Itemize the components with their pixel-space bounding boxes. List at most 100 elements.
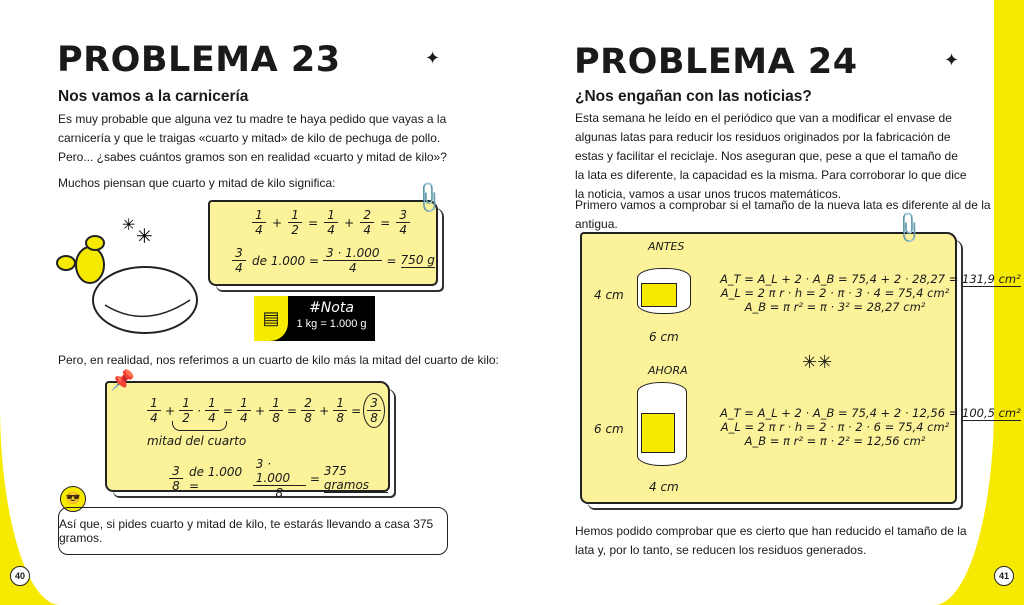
lead-text: Primero vamos a comprobar si el tamaño d…	[575, 198, 991, 231]
lead-text: Muchos piensan que cuarto y mitad de kil…	[58, 176, 336, 190]
numerator: 1	[269, 396, 283, 411]
denominator: 4	[255, 223, 263, 237]
operator: +	[344, 215, 355, 230]
calc-result: 100,5 cm²	[962, 406, 1021, 421]
pushpin-icon: 📌	[110, 370, 135, 392]
numerator: 1	[179, 396, 193, 411]
can-before-icon	[637, 268, 691, 314]
numerator: 1	[252, 208, 266, 223]
denominator: 4	[208, 411, 216, 425]
brace	[172, 421, 227, 431]
text: =	[309, 471, 320, 486]
after-label: AHORA	[648, 364, 688, 377]
sparkle-icon: ✦	[944, 50, 960, 70]
numerator: 1	[324, 208, 338, 223]
denominator: 4	[348, 261, 357, 275]
denominator: 4	[150, 411, 158, 425]
calc-line: A_L = 2 π r · h = 2 · π · 2 · 6 = 75,4 c…	[720, 420, 950, 434]
numerator: 3	[396, 208, 411, 223]
numerator: 1	[237, 396, 251, 411]
numerator: 3 · 1.000	[323, 246, 383, 261]
numerator: 2	[360, 208, 374, 223]
note-box: ▤ #Nota 1 kg = 1.000 g	[254, 296, 375, 341]
svg-text:✳: ✳	[122, 217, 135, 234]
after-height: 6 cm	[594, 422, 624, 436]
problem-title: PROBLEMA 23	[57, 40, 341, 80]
result: 375 gramos	[323, 464, 388, 493]
can-after-icon	[637, 382, 687, 466]
conclusion-text: Así que, si pides cuarto y mitad de kilo…	[59, 517, 434, 545]
numerator: 1	[205, 396, 219, 411]
page-number: 41	[994, 566, 1014, 586]
sparkle-icon: ✳✳	[802, 352, 833, 372]
text: de 1.000 =	[252, 253, 320, 268]
svg-text:✳: ✳	[136, 226, 153, 248]
calc-line: A_B = π r² = π · 3² = 28,27 cm²	[744, 300, 926, 314]
text: =	[386, 253, 397, 268]
operator: =	[380, 215, 391, 230]
operator: =	[308, 215, 319, 230]
numerator: 3 · 1.000	[252, 457, 306, 486]
calc-line: A_T = A_L + 2 · A_B = 75,4 + 2 · 28,27 =	[720, 272, 962, 286]
calc-result: 131,9 cm²	[962, 272, 1021, 287]
denominator: 2	[182, 411, 190, 425]
numerator: 1	[147, 396, 161, 411]
result: 750 g	[400, 253, 435, 268]
calc-line: A_B = π r² = π · 2² = 12,56 cm²	[744, 434, 926, 448]
numerator: 2	[301, 396, 315, 411]
intro-paragraph: Es muy probable que alguna vez tu madre …	[58, 112, 447, 164]
denominator: 8	[272, 411, 280, 425]
text: de 1.000 =	[189, 464, 243, 493]
operator: =	[287, 403, 298, 418]
denominator: 8	[275, 486, 284, 500]
operator: ·	[197, 403, 201, 418]
problem-title: PROBLEMA 24	[574, 42, 858, 82]
chicken-illustration: ✳✳	[56, 217, 198, 334]
note-title: #Nota	[309, 300, 354, 316]
problem-subtitle: ¿Nos engañan con las noticias?	[575, 88, 812, 105]
before-width: 6 cm	[649, 330, 679, 344]
page-number: 40	[10, 566, 30, 586]
problem-subtitle: Nos vamos a la carnicería	[58, 88, 249, 105]
denominator: 4	[327, 223, 335, 237]
denominator: 4	[240, 411, 248, 425]
numerator: 1	[333, 396, 347, 411]
denominator: 8	[336, 411, 344, 425]
numerator: 3	[232, 246, 246, 261]
after-calculations: A_T = A_L + 2 · A_B = 75,4 + 2 · 12,56 =…	[720, 406, 1021, 448]
denominator: 8	[370, 411, 378, 425]
denominator: 8	[304, 411, 312, 425]
operator: +	[272, 215, 283, 230]
numerator: 3	[367, 396, 381, 411]
before-calculations: A_T = A_L + 2 · A_B = 75,4 + 2 · 28,27 =…	[720, 272, 1021, 314]
before-label: ANTES	[648, 240, 685, 253]
operator: +	[165, 403, 176, 418]
denominator: 4	[235, 261, 243, 275]
calc-line: A_L = 2 π r · h = 2 · π · 3 · 4 = 75,4 c…	[720, 286, 950, 300]
denominator: 2	[291, 223, 299, 237]
operator: =	[222, 403, 233, 418]
operator: +	[254, 403, 266, 418]
note-card-cans: ANTES 4 cm 6 cm A_T = A_L + 2 · A_B = 75…	[580, 232, 1021, 504]
